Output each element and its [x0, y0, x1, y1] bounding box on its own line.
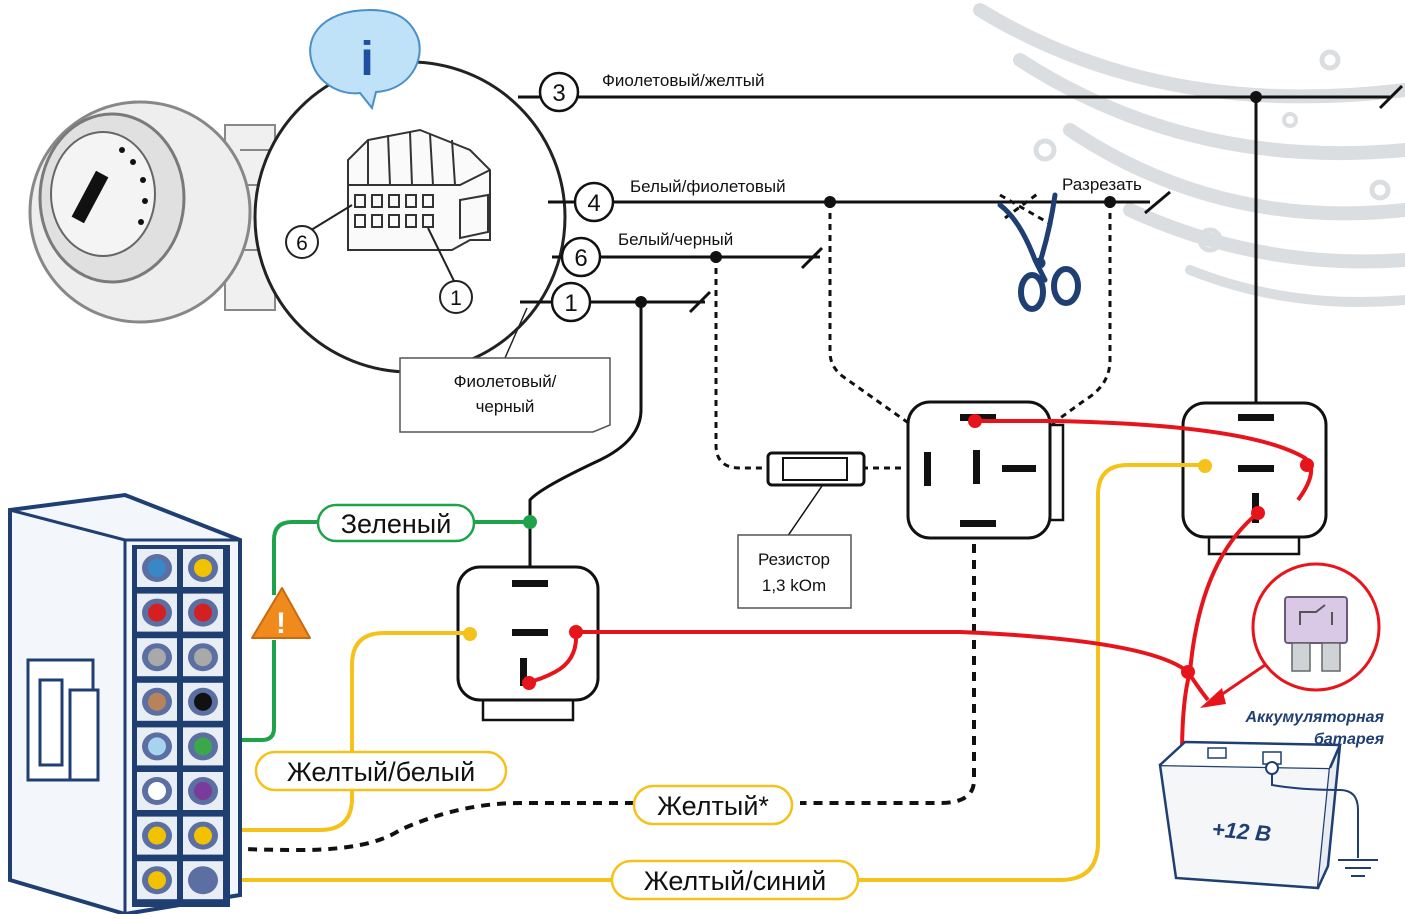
terminal-pin-color: [194, 737, 212, 756]
terminal-pin-color: [194, 782, 212, 800]
fuse-icon: [1284, 596, 1348, 672]
green-wire: [205, 520, 530, 742]
terminal-pin-color: [148, 692, 166, 711]
info-badge-letter: i: [360, 33, 373, 86]
relay-2: [906, 400, 1065, 540]
resistor-label-line2: 1,3 kOm: [762, 576, 826, 595]
alarm-module: [8, 492, 242, 917]
info-icon: i: [309, 8, 421, 111]
battery-voltage: +12 В: [1211, 816, 1272, 846]
battery: Аккумуляторная батарея +12 В: [1158, 709, 1385, 890]
terminal-pin-color: [194, 692, 212, 711]
terminal-pin-color: [194, 559, 212, 577]
fuse-callout: [1200, 562, 1381, 708]
terminal-pin-color: [148, 603, 166, 622]
terminal-pin-color: [194, 603, 212, 622]
ground-icon: [1338, 859, 1378, 877]
cut-label: Разрезать: [1062, 175, 1142, 194]
pin-badge-1: 1: [564, 290, 577, 317]
terminal-grid: [135, 547, 225, 902]
yellow-white-wire: [207, 631, 470, 832]
connector-drawing: [347, 128, 491, 251]
terminal-pin-color: [194, 871, 212, 890]
wire-label-pin6: Белый/черный: [618, 230, 733, 249]
pill-yellow: Желтый*: [632, 784, 794, 826]
pill-yellow-white: Желтый/белый: [254, 750, 508, 792]
resistor-label-line1: Резистор: [758, 550, 830, 569]
terminal-pin-color: [148, 737, 166, 756]
pin-badge-4: 4: [587, 190, 600, 217]
battery-title-line1: Аккумуляторная: [1244, 709, 1384, 726]
wire-label-pin3: Фиолетовый/желтый: [602, 71, 765, 90]
red-wires: [527, 419, 1314, 757]
wire-label-yellow-blue: Желтый/синий: [644, 866, 827, 896]
scissors-icon: [997, 192, 1081, 312]
wire-label-pin1-line1: Фиолетовый/: [454, 372, 557, 391]
pill-yellow-blue: Желтый/синий: [610, 859, 860, 901]
warning-symbol: !: [276, 607, 286, 640]
pin-badge-3: 3: [552, 80, 565, 107]
terminal-pin-color: [194, 648, 212, 667]
pill-green: Зеленый: [316, 503, 476, 543]
wire-label-yellow: Желтый*: [657, 791, 769, 821]
ignition-switch: [28, 100, 276, 324]
relay-3: [1181, 401, 1328, 556]
resistor: Резистор 1,3 kOm: [737, 451, 866, 609]
dotted-wires: [714, 190, 1112, 470]
terminal-pin-color: [148, 648, 166, 667]
terminal-pin-color: [148, 871, 166, 890]
terminal-pin-color: [148, 782, 166, 800]
connector-pin-label-6: 6: [296, 232, 308, 255]
terminal-pin-color: [148, 559, 166, 577]
connector-pin-label-1: 1: [450, 287, 462, 310]
wire-label-yellow-white: Желтый/белый: [287, 757, 475, 787]
terminal-pin-color: [148, 826, 166, 845]
terminal-pin-color: [194, 826, 212, 845]
wire-label-pin1-line2: черный: [476, 397, 535, 416]
pin-badge-6: 6: [574, 245, 587, 272]
pin1-color-callout: Фиолетовый/ черный: [399, 307, 611, 433]
warning-icon: !: [251, 587, 311, 640]
wire-label-green: Зеленый: [341, 509, 452, 539]
wire-label-pin4: Белый/фиолетовый: [630, 177, 786, 196]
pin-badges: 3 4 6 1: [538, 71, 615, 323]
